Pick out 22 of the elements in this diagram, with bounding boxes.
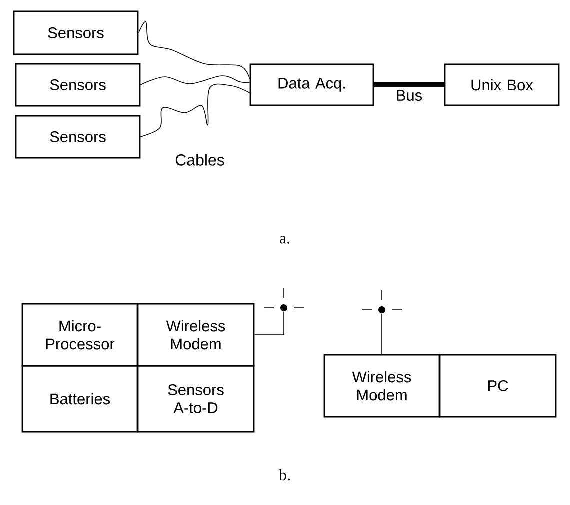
label-box: Wireless Modem <box>324 354 440 418</box>
edge-label: Bus <box>394 89 424 102</box>
label-box: PC <box>439 354 557 418</box>
label-box: Data Acq. <box>250 64 374 106</box>
label-box: Micro-Processor <box>22 303 138 367</box>
label-box: Unix Box <box>444 64 560 106</box>
caption-letter: b. <box>279 469 290 481</box>
cable-label: Cables <box>176 154 224 166</box>
label-box: Sensors <box>13 10 139 56</box>
label-box: Batteries <box>22 365 138 433</box>
label-box: Sensors A-to-D <box>137 365 255 433</box>
label-box: Wireless Modem <box>137 303 255 367</box>
antenna-symbol <box>264 288 304 312</box>
antenna-wire <box>254 311 284 336</box>
antenna-symbol <box>362 290 402 314</box>
label-box: Sensors <box>15 63 141 107</box>
cable-line <box>140 76 250 86</box>
caption-letter: a. <box>280 236 290 244</box>
cable-line <box>140 84 250 138</box>
label-box: Sensors <box>15 115 141 159</box>
cable-line <box>138 21 250 80</box>
bus-line <box>374 82 444 88</box>
